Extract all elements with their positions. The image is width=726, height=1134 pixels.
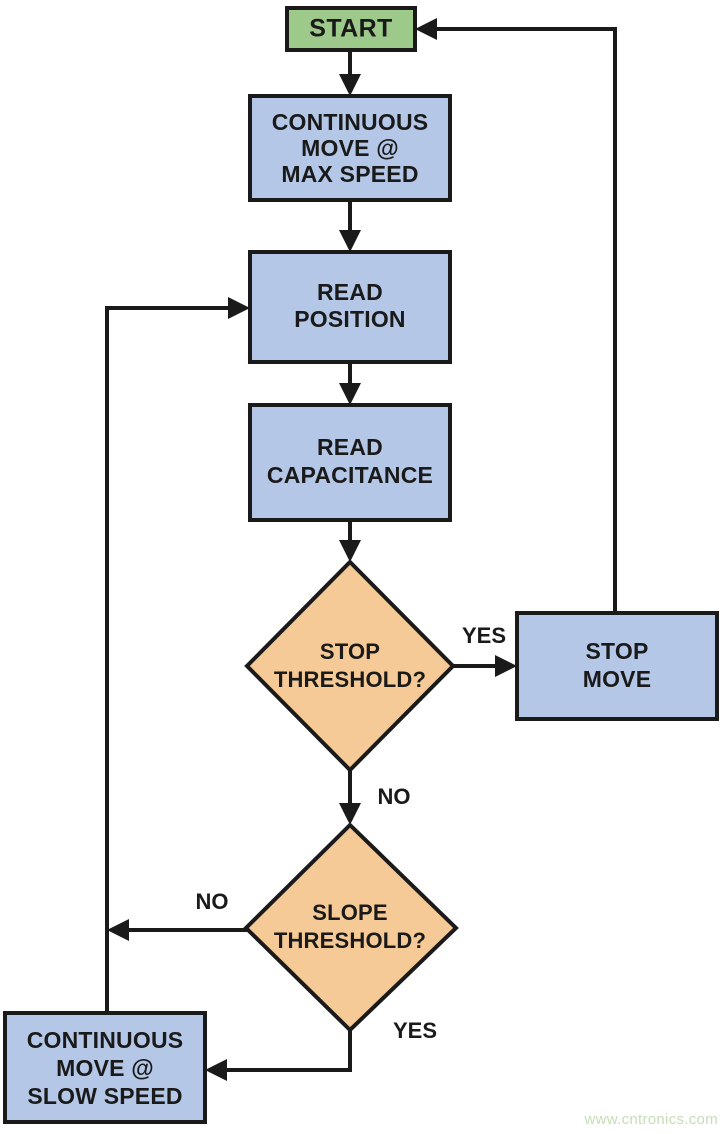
node-read-cap-line-2: CAPACITANCE xyxy=(267,462,433,488)
arrowhead-left-icon xyxy=(107,919,129,941)
connector-slope-thresh-yes-to-move-slow xyxy=(205,1030,352,1081)
node-stop-move-line-2: MOVE xyxy=(583,666,652,692)
node-read-capacitance[interactable]: READ CAPACITANCE xyxy=(248,403,452,522)
node-move-slow-line-2: MOVE @ xyxy=(56,1055,154,1081)
node-slope-thresh-line-1: SLOPE xyxy=(312,900,388,925)
connector-read-cap-to-stop-thresh xyxy=(339,520,361,562)
node-move-max-line-1: CONTINUOUS xyxy=(272,109,429,135)
node-read-cap-line-1: READ xyxy=(317,434,383,460)
node-move-max-line-2: MOVE @ xyxy=(301,135,399,161)
arrowhead-down-icon xyxy=(339,803,361,825)
connector-stop-move-to-start xyxy=(415,18,617,613)
node-stop-thresh-line-1: STOP xyxy=(320,639,380,664)
edge-label-stop-threshold-yes: YES xyxy=(462,623,506,648)
arrowhead-right-icon xyxy=(495,655,517,677)
connector-read-pos-to-read-cap xyxy=(339,362,361,405)
node-move-max-line-3: MAX SPEED xyxy=(281,161,418,187)
connector-slope-thresh-no-to-read-pos xyxy=(105,297,250,941)
node-stop-move-line-1: STOP xyxy=(585,638,648,664)
arrowhead-left-icon xyxy=(205,1059,227,1081)
arrowhead-right-icon xyxy=(228,297,250,319)
node-stop-threshold-decision[interactable]: STOP THRESHOLD? xyxy=(244,559,456,773)
node-continuous-move-max-speed[interactable]: CONTINUOUS MOVE @ MAX SPEED xyxy=(248,94,452,202)
node-move-slow-line-3: SLOW SPEED xyxy=(27,1083,182,1109)
arrowhead-down-icon xyxy=(339,230,361,252)
watermark-text: www.cntronics.com xyxy=(584,1111,718,1128)
arrowhead-down-icon xyxy=(339,74,361,96)
node-read-position[interactable]: READ POSITION xyxy=(248,250,452,364)
node-move-slow-line-1: CONTINUOUS xyxy=(27,1027,184,1053)
node-stop-thresh-line-2: THRESHOLD? xyxy=(274,667,426,692)
node-slope-threshold-decision[interactable]: SLOPE THRESHOLD? xyxy=(243,822,459,1033)
node-read-pos-line-1: READ xyxy=(317,279,383,305)
arrowhead-left-icon xyxy=(415,18,437,40)
edge-label-slope-threshold-no: NO xyxy=(196,889,229,914)
edge-label-stop-threshold-no: NO xyxy=(378,784,411,809)
arrowhead-down-icon xyxy=(339,540,361,562)
node-start[interactable]: START xyxy=(285,6,417,52)
edge-label-slope-threshold-yes: YES xyxy=(393,1018,437,1043)
connector-move-max-to-read-pos xyxy=(339,200,361,252)
node-stop-move[interactable]: STOP MOVE xyxy=(515,611,719,721)
arrowhead-down-icon xyxy=(339,383,361,405)
connector-start-to-move-max xyxy=(339,50,361,96)
node-continuous-move-slow-speed[interactable]: CONTINUOUS MOVE @ SLOW SPEED xyxy=(3,1011,207,1124)
connector-stop-thresh-no-to-slope-thresh xyxy=(339,770,361,825)
node-start-label: START xyxy=(309,15,392,43)
node-slope-thresh-line-2: THRESHOLD? xyxy=(274,928,426,953)
node-read-pos-line-2: POSITION xyxy=(294,306,406,332)
connector-stop-thresh-yes-to-stop-move xyxy=(453,655,517,677)
